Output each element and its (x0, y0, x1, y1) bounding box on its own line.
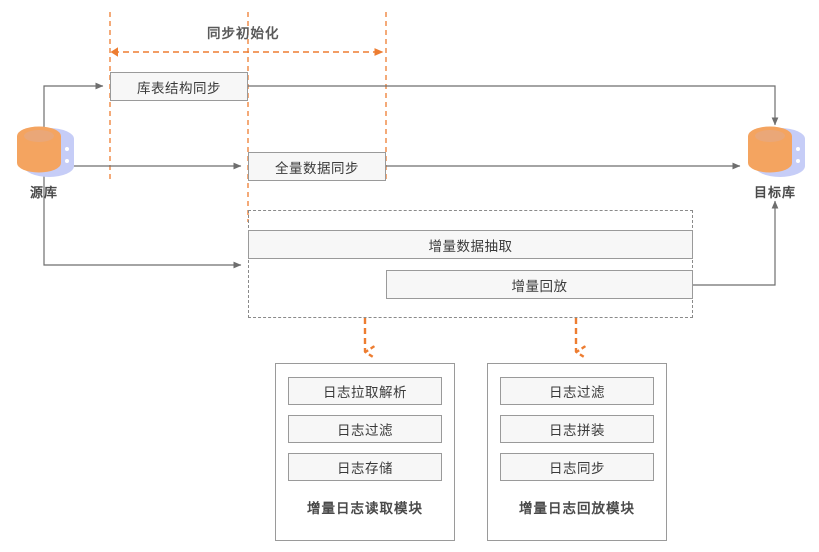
stage-incremental-extract[interactable]: 增量数据抽取 (248, 230, 693, 259)
stage-full-data-sync[interactable]: 全量数据同步 (248, 152, 386, 181)
module-drop-arrows (365, 318, 576, 352)
module-row[interactable]: 日志拼装 (500, 415, 654, 443)
stage-schema-sync[interactable]: 库表结构同步 (110, 72, 248, 101)
init-span-label: 同步初始化 (207, 26, 280, 41)
module-title: 增量日志读取模块 (307, 501, 423, 516)
target-database-label: 目标库 (753, 185, 796, 200)
target-database-icon (744, 123, 806, 179)
init-span-arrow (110, 47, 384, 57)
module-row[interactable]: 日志同步 (500, 453, 654, 481)
module-log-read[interactable]: 日志拉取解析 日志过滤 日志存储 增量日志读取模块 (275, 363, 455, 541)
module-title: 增量日志回放模块 (519, 501, 635, 516)
wire-replay-to-target (693, 200, 779, 286)
incremental-zone (248, 210, 693, 318)
database-icon (17, 126, 74, 177)
module-row[interactable]: 日志过滤 (500, 377, 654, 405)
source-database-icon (13, 123, 75, 179)
init-span-guides (109, 12, 387, 222)
source-database-label: 源库 (29, 185, 58, 200)
module-row[interactable]: 日志存储 (288, 453, 442, 481)
module-log-replay[interactable]: 日志过滤 日志拼装 日志同步 增量日志回放模块 (487, 363, 667, 541)
module-row[interactable]: 日志过滤 (288, 415, 442, 443)
wire-schema-to-target (248, 85, 779, 126)
stage-incremental-replay[interactable]: 增量回放 (386, 270, 693, 299)
module-row[interactable]: 日志拉取解析 (288, 377, 442, 405)
database-icon (748, 126, 805, 177)
